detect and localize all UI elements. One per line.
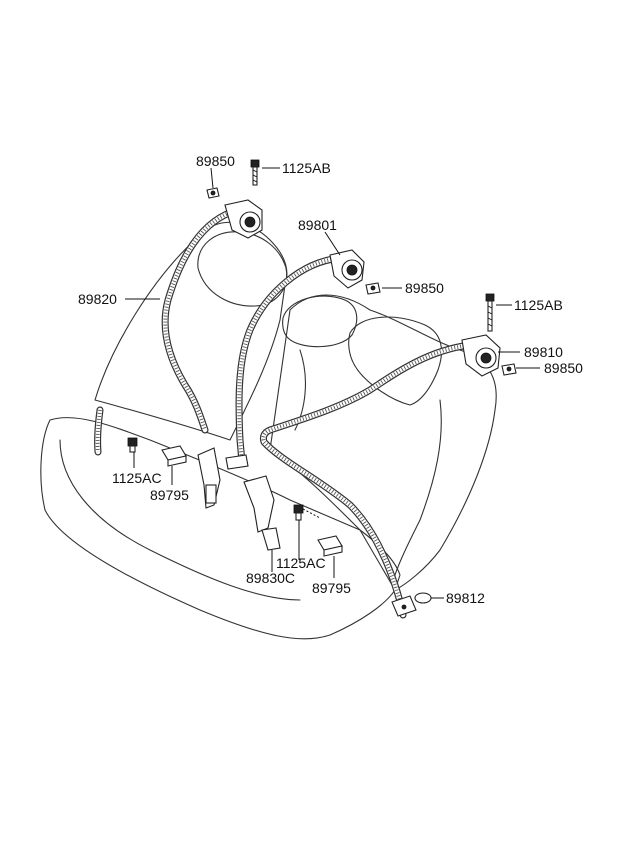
center-bracket-89795 <box>317 535 343 557</box>
anchor-plate <box>391 595 417 617</box>
right-retractor <box>461 334 501 377</box>
left-bolt-1125ac <box>127 437 138 453</box>
center-buckle-left <box>197 447 221 509</box>
parts <box>127 159 517 617</box>
left-outer-belt <box>161 206 242 434</box>
leader-lines <box>125 167 540 599</box>
label-89850-mid: 89850 <box>405 280 444 296</box>
label-89801: 89801 <box>298 217 337 233</box>
label-89850-right: 89850 <box>544 360 583 376</box>
seat-cushion <box>40 417 401 640</box>
center-latch <box>225 454 249 470</box>
rear-seat-outline <box>40 221 497 640</box>
center-retractor <box>329 249 365 289</box>
anchor-cover-89812 <box>414 592 432 604</box>
belts <box>94 206 474 619</box>
callout-labels: 89850 1125AB 89801 89850 89820 1125AB 89… <box>78 153 583 606</box>
bolt-1125ab-top <box>250 159 260 186</box>
seat-back-side <box>394 399 442 576</box>
label-89850-top: 89850 <box>196 153 235 169</box>
label-89830c: 89830C <box>246 570 295 586</box>
seat-back-right <box>269 294 497 591</box>
label-89795-left: 89795 <box>150 487 189 503</box>
seat-back-left <box>94 221 288 441</box>
left-retractor <box>224 199 263 239</box>
clip-89850-right <box>501 363 517 376</box>
center-belt <box>235 254 344 466</box>
label-1125ac-left: 1125AC <box>112 470 162 486</box>
seat-cushion-inner <box>59 439 301 601</box>
left-bracket-89795 <box>161 445 187 467</box>
label-89810: 89810 <box>524 344 563 360</box>
clip-89850-top <box>206 187 220 199</box>
bolt-1125ab-right <box>485 293 495 332</box>
label-1125ab-top: 1125AB <box>282 160 331 176</box>
label-89820: 89820 <box>78 291 117 307</box>
clip-89850-mid <box>365 282 381 295</box>
label-89795-mid: 89795 <box>312 580 351 596</box>
label-1125ac-mid: 1125AC <box>276 555 326 571</box>
label-1125ab-right: 1125AB <box>514 297 563 313</box>
center-headrest <box>282 295 358 348</box>
right-headrest <box>348 316 442 406</box>
label-89812: 89812 <box>446 590 485 606</box>
center-buckle-89830c <box>243 475 281 551</box>
left-headrest <box>197 231 288 307</box>
